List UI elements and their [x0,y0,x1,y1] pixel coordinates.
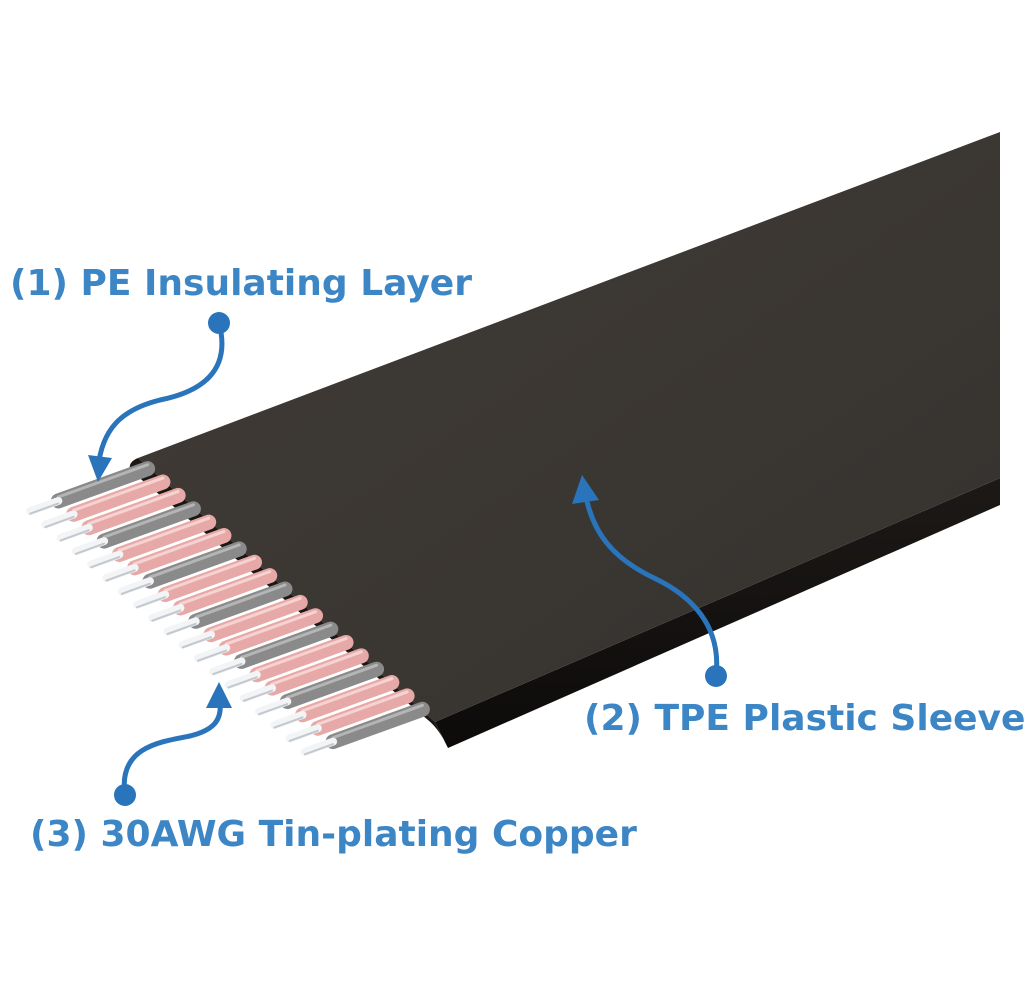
insulation-highlight [301,677,394,713]
insulation-highlight [209,596,302,633]
tin-copper-wire-shade [151,609,182,622]
tin-copper-wire-shade [90,555,121,569]
insulation-highlight [270,650,363,686]
tin-copper-wire-shade [120,582,151,595]
insulation-tube-gray [142,541,247,589]
insulation-tube-gray [188,581,293,629]
tin-copper-wire-shade [212,662,243,676]
insulation-tube-pink [249,634,354,683]
tin-copper-wire [148,603,185,623]
tin-copper-wire-shade [197,649,228,662]
insulation-highlight [56,463,150,499]
insulation-highlight [117,516,211,552]
insulation-highlight [255,636,348,673]
tin-copper-wire-shade [44,515,75,529]
tin-copper-wire [255,697,292,716]
insulation-tube-pink [157,554,262,603]
tin-copper-wire [285,724,322,743]
tin-copper-wire [102,563,139,583]
arrow-copper [121,699,223,798]
arrow-copper-dot [114,784,136,806]
insulation-highlight [102,503,195,539]
tin-copper-wire-shade [258,703,289,716]
arrow-pe-dot [208,312,230,334]
tin-copper-wire-shade [29,502,60,515]
tin-copper-wire [209,657,246,676]
tin-copper-wire-shade [59,529,90,542]
tin-copper-wire-shade [74,542,106,555]
sleeve-top-face [138,132,1000,722]
insulation-tube-pink [111,514,217,562]
tin-copper-wire [300,737,338,756]
tin-copper-wire [71,537,109,556]
arrow-pe [95,320,225,471]
insulation-tube-pink [295,675,400,723]
insulation-highlight [194,583,287,619]
tin-copper-wire-shade [273,716,304,729]
tin-copper-wire [239,684,277,703]
tin-copper-wire-shade [166,622,197,635]
arrow-tpe [582,489,720,679]
insulation-highlight [331,703,424,740]
insulation-tube-gray [325,701,430,750]
tin-copper-wire [56,523,93,542]
insulation-highlight [224,610,318,646]
tin-copper-wire-shade [288,729,319,742]
arrow-pe-head [88,455,112,482]
insulation-highlight [163,556,256,593]
insulation-highlight [285,663,379,700]
insulation-tube-gray [96,501,201,549]
sleeve-side-edge [435,478,1000,748]
insulation-tube-pink [310,688,415,736]
tin-copper-wire [41,510,78,529]
tin-copper-wire [178,630,215,649]
cable-illustration [26,132,1000,806]
tin-copper-wire [224,670,261,689]
insulation-tube-pink [81,487,186,536]
insulation-highlight [178,570,272,606]
tin-copper-wire-shade [227,676,258,689]
tin-copper-wire [194,644,231,663]
insulation-tube-pink [218,608,324,656]
insulation-tube-gray [50,461,156,509]
tin-copper-wire-shade [181,636,212,649]
tin-copper-wire-shade [135,596,167,609]
tin-copper-wire [117,577,154,596]
tin-copper-wire [163,617,200,636]
callout-arrows [88,312,727,806]
tin-copper-wire-shade [303,743,335,756]
insulation-tube-pink [172,568,278,616]
label-tpe-plastic-sleeve: (2) TPE Plastic Sleeve [584,698,1025,739]
tin-copper-wire-shade [105,569,136,582]
insulation-highlight [148,543,241,579]
arrow-copper-head [206,682,232,708]
arrow-tpe-dot [705,665,727,687]
label-pe-insulating-layer: (1) PE Insulating Layer [10,263,472,304]
insulation-highlight [316,690,409,726]
tin-copper-wire [270,710,307,730]
insulation-highlight [72,476,165,512]
tin-copper-wire [26,496,63,516]
tin-copper-wire [132,590,170,609]
insulation-tube-pink [66,474,171,522]
insulation-tube-pink [203,594,308,643]
insulation-highlight [239,623,333,659]
tin-copper-wire-shade [242,689,274,702]
ribbon-conductors [26,461,430,756]
insulation-highlight [87,489,180,526]
tin-copper-wire [87,550,124,569]
insulation-tube-gray [279,661,385,710]
insulation-highlight [133,530,226,566]
label-tin-plating-copper: (3) 30AWG Tin-plating Copper [30,814,637,855]
insulation-tube-pink [264,648,369,696]
insulation-tube-gray [233,621,339,669]
arrow-tpe-head [572,475,599,504]
insulation-tube-pink [127,528,232,576]
